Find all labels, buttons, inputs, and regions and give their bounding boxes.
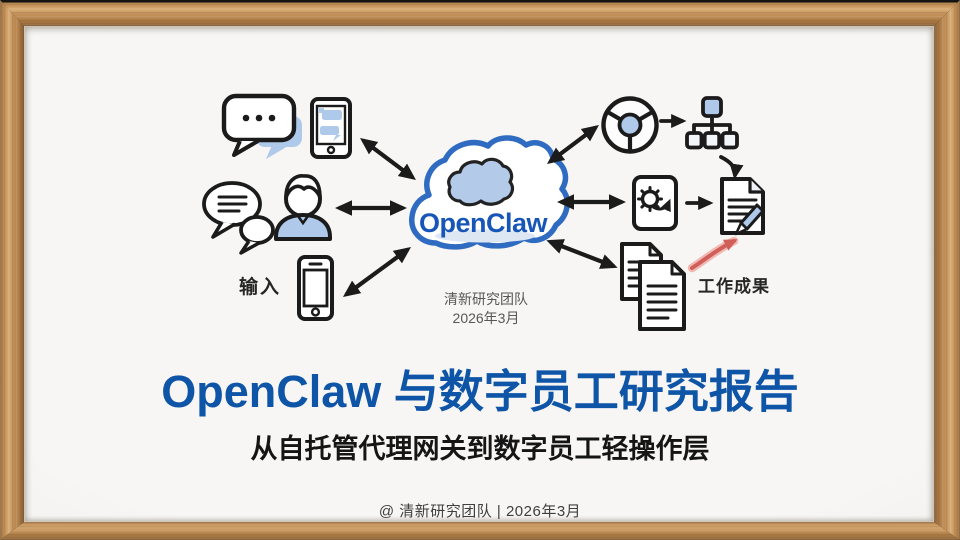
growth-arrow-icon [687, 236, 739, 273]
document-pencil-icon [720, 177, 765, 236]
speech-bubbles-icon [202, 181, 275, 255]
gear-document-icon [632, 175, 678, 231]
openclaw-cloud [409, 135, 570, 250]
credit-team: 清新研究团队 [444, 291, 528, 307]
slide-subtitle: 从自托管代理网关到数字员工轻操作层 [250, 434, 710, 464]
credit-date: 2026年3月 [452, 310, 520, 327]
connector-arrows [335, 125, 626, 297]
wood-frame-right [934, 0, 960, 540]
whiteboard-panel [24, 26, 934, 522]
input-label: 输入 [238, 277, 281, 298]
documents-stack-icon [620, 242, 686, 331]
output-label: 工作成果 [698, 277, 770, 296]
org-chart-icon [685, 96, 739, 150]
credit-block: 清新研究团队 2026年3月 [420, 290, 552, 329]
slide-footer: @ 清新研究团队 | 2026年3月 [378, 503, 582, 520]
wood-frame-bottom [0, 522, 960, 540]
chat-phone-icon [310, 97, 352, 159]
flow-arrows [659, 113, 744, 211]
smartphone-icon [297, 255, 334, 321]
chat-bubbles-icon [221, 93, 302, 159]
inner-cloud-icon [447, 157, 515, 207]
browser-icon [601, 96, 659, 154]
person-icon [274, 174, 332, 241]
wood-frame-top [0, 0, 960, 26]
cloud-label: OpenClaw [418, 208, 548, 238]
slide-title: OpenClaw 与数字员工研究报告 [161, 366, 799, 417]
wood-frame-left [0, 0, 24, 540]
